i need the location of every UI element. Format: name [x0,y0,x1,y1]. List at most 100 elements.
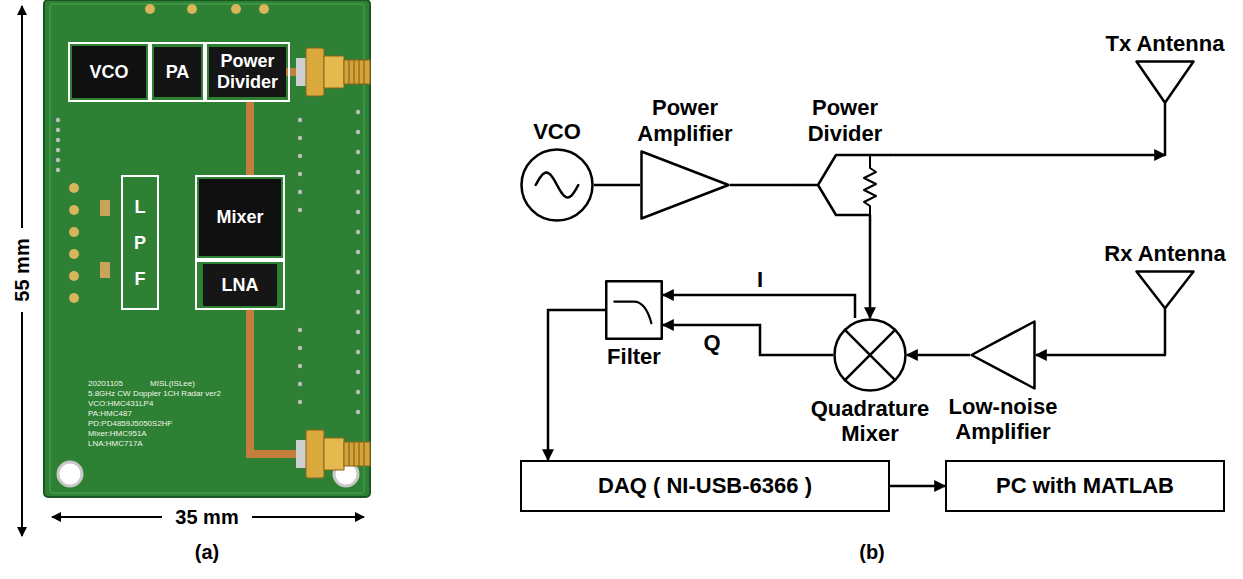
dimension-label: 55 mm [11,238,33,301]
via [356,390,360,394]
component-box: Mixer [195,175,285,260]
block-label: Tx Antenna [1095,31,1235,56]
via [56,118,60,122]
symbol-outline [640,150,730,220]
rf-trace [250,310,302,454]
signal-connector [907,354,970,357]
oscillator-symbol: VCO [520,148,594,222]
connector-body [324,438,344,470]
filter-outline [606,281,662,339]
oscillator-circle [522,150,593,221]
via [56,158,60,162]
symbol-outline [605,280,663,340]
symbol-outline [833,318,907,392]
via [298,172,302,176]
component-label: PA [166,62,190,83]
block-label: Low-noise Amplifier [938,394,1068,445]
dimension-line [21,312,23,536]
signal-label: Q [700,331,723,355]
signal-connector [548,310,605,460]
via [356,350,360,354]
component-label: VCO [89,62,128,83]
divider-branches [800,155,890,220]
signal-connector [594,184,640,187]
header-pad [69,183,79,193]
block-label: Quadrature Mixer [805,396,935,447]
block-label: Rx Antenna [1095,241,1235,266]
dimension-line [252,516,364,518]
connector-thread [344,60,370,84]
resistor-symbol [864,155,876,215]
via [56,148,60,152]
mounting-hole [58,462,82,486]
header-pad [69,293,79,303]
component-label: LNA [222,275,259,296]
mixer-circle [835,320,906,391]
label-holder: Power Amplifier [620,95,750,146]
label-holder: Low-noise Amplifier [938,394,1068,445]
signal-connector [1036,354,1165,357]
symbol-group [1137,272,1194,356]
mixer-symbol: Quadrature Mixer [833,318,907,392]
pcb-board [44,0,370,497]
amplifier-triangle [972,322,1035,389]
symbol-group [835,320,906,391]
via [56,168,60,172]
via [298,154,302,158]
sine-wave [536,173,579,198]
mixer-cross [845,330,895,380]
antenna-feed [1164,308,1167,355]
signal-connector [869,220,872,318]
box-label: DAQ ( NI-USB-6366 ) [598,473,812,499]
header-pad [69,227,79,237]
header-pad [69,205,79,215]
silkscreen-text: MISL(ISLee) [150,380,195,389]
label-holder: Quadrature Mixer [805,396,935,447]
symbol-group [606,281,662,339]
block-label: Power Amplifier [620,95,750,146]
symbol-group [642,152,729,219]
via-group [56,110,360,414]
connector-flange [306,48,324,96]
thread-lines [349,60,364,84]
header-pad [69,271,79,281]
via [298,208,302,212]
header-pad [187,4,197,14]
antenna-symbol: Tx Antenna [1135,60,1195,155]
component-box: PA [150,42,205,102]
smd-part [100,200,110,216]
via [298,328,302,332]
symbol-outline [800,150,890,220]
via [356,150,360,154]
symbol-outline [970,320,1036,390]
component-label: L P F [131,189,149,297]
panel-label: (a) [195,541,219,563]
antenna-feed [1164,103,1167,155]
connector-body [324,56,344,88]
pa-chip [154,47,201,97]
vco-chip [72,46,146,98]
silkscreen-text: LNA:HMC717A [88,440,143,449]
header-pad [69,249,79,259]
label-holder: Tx Antenna [1095,31,1235,56]
silkscreen-text: 5.8GHz CW Doppler 1CH Radar ver2 [88,390,221,399]
label-holder: Rx Antenna [1095,241,1235,266]
block-label: Filter [589,344,679,369]
board-edge [50,4,364,493]
signal-connector [663,325,833,355]
via [356,270,360,274]
label-holder: VCO [507,119,607,144]
component-box: LNA [195,260,285,310]
signal-label: I [754,268,766,292]
dimension-line [21,6,23,228]
via [356,110,360,114]
amplifier-symbol: Low-noise Amplifier [970,320,1036,390]
via [356,310,360,314]
via [356,130,360,134]
lna-chip [203,264,277,306]
signal-connector [890,485,945,488]
connector-flange [306,430,324,478]
via [298,118,302,122]
